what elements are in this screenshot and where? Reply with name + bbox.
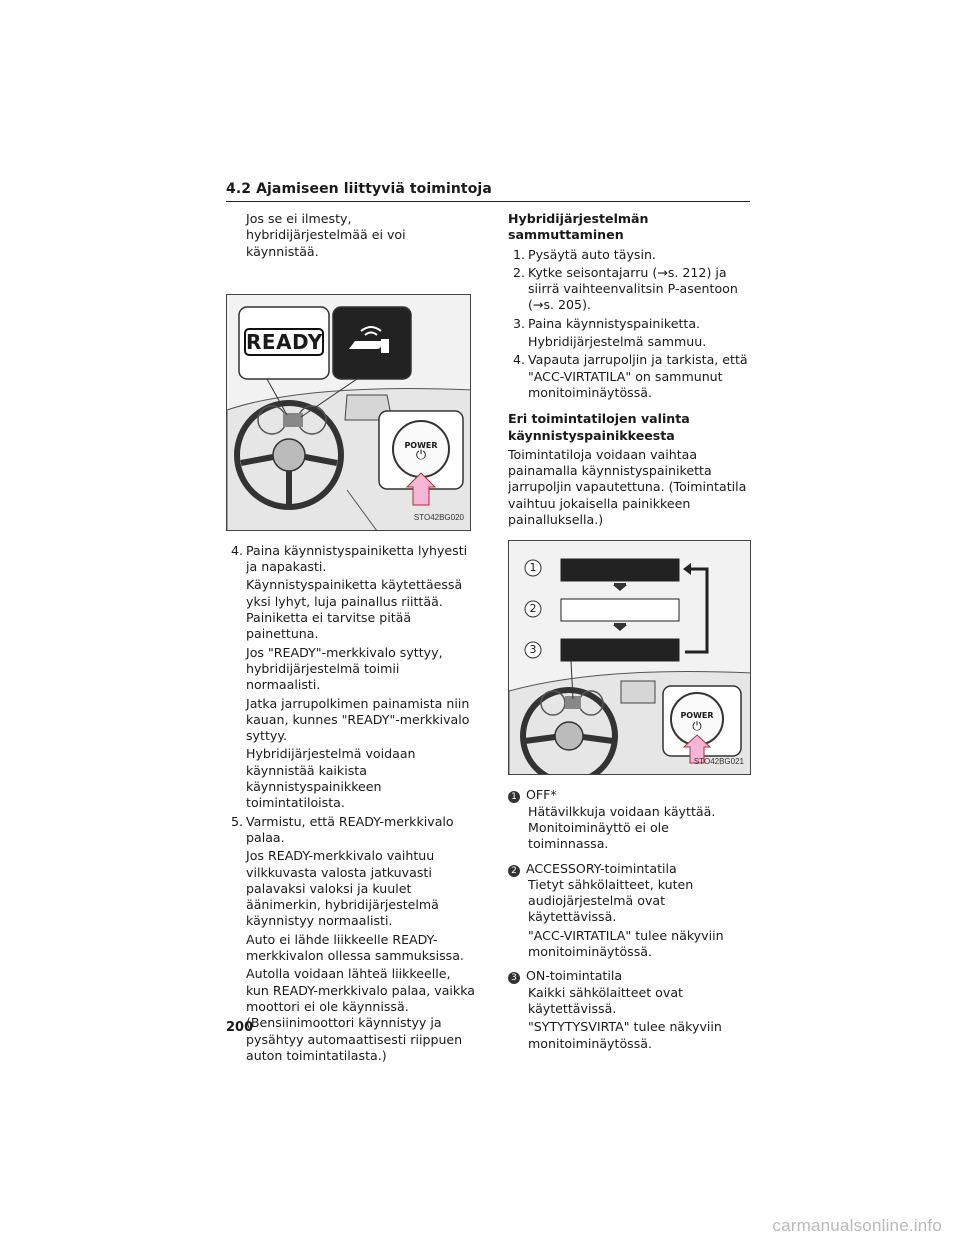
mode-item-1: 1 OFF* <box>508 787 752 804</box>
intro-text: Jos se ei ilmesty, hybridijärjestelmää e… <box>246 211 406 259</box>
mode-description: Kaikki sähkölaitteet ovat käytettävissä. <box>528 984 683 1016</box>
step-item: 4. Vapauta jarrupoljin ja tarkista, että… <box>508 352 752 401</box>
list-sub-text: Jos "READY"-merkkivalo syttyy, hybridijä… <box>246 644 443 693</box>
figure-ready-indicator: READY POWER ⏻ STO42BG020 <box>226 293 471 531</box>
list-number: 5. <box>230 813 243 829</box>
mode-label-3: 3 <box>529 643 537 657</box>
list-sub-text: Jos READY-merkkivalo vaihtuu vilkkuvasta… <box>246 848 439 929</box>
list-item-5: 5. Varmistu, että READY-merkkivalo palaa… <box>226 814 476 847</box>
list-number: 4. <box>230 542 243 558</box>
mode-marker: 2 <box>508 864 520 877</box>
step-text: Kytke seisontajarru (→s. 212) ja siirrä … <box>528 264 738 313</box>
section-title: 4.2 Ajamiseen liittyviä toimintoja <box>226 181 492 197</box>
right-column: Hybridijärjestelmän sammuttaminen 1. Pys… <box>508 211 752 1052</box>
figure-code: STO42BG021 <box>693 757 744 767</box>
mode-title: ON-toimintatila <box>526 968 623 984</box>
modes-heading: Eri toimintatilojen valinta käynnistyspa… <box>508 411 690 443</box>
watermark: carmanualsonline.info <box>772 1216 942 1235</box>
left-column: Jos se ei ilmesty, hybridijärjestelmää e… <box>226 211 476 1064</box>
mode-title: ACCESSORY-toimintatila <box>526 860 677 876</box>
mode-description: "SYTYTYSVIRTA" tulee näkyviin monitoimin… <box>528 1019 722 1051</box>
figure-power-modes: 1 2 3 POWER ⏻ STO42BG021 <box>508 540 751 776</box>
step-item: 2. Kytke seisontajarru (→s. 212) ja siir… <box>508 265 752 314</box>
list-text: Paina käynnistyspainiketta lyhyesti ja n… <box>246 542 468 575</box>
power-modes-illustration <box>509 541 750 775</box>
step-number: 4. <box>512 352 525 368</box>
mode-item-3: 3 ON-toimintatila <box>508 968 752 985</box>
step-item: 3. Paina käynnistyspainiketta. <box>508 316 752 332</box>
power-button-label: POWER <box>404 440 438 450</box>
list-sub-text: Käynnistyspainiketta käytettäessä yksi l… <box>246 577 463 642</box>
step-text: Pysäytä auto täysin. <box>528 246 656 262</box>
modes-intro: Toimintatiloja voidaan vaihtaa painamall… <box>508 446 747 528</box>
dashboard-illustration <box>227 294 470 530</box>
mode-description: "ACC-VIRTATILA" tulee näkyviin monitoimi… <box>528 927 724 960</box>
power-button-label: POWER <box>680 711 714 721</box>
list-text: Varmistu, että READY-merkkivalo palaa. <box>246 813 454 845</box>
list-item-4: 4. Paina käynnistyspainiketta lyhyesti j… <box>226 543 476 576</box>
mode-item-2: 2 ACCESSORY-toimintatila <box>508 861 752 877</box>
step-number: 2. <box>512 264 525 280</box>
section-header: 4.2 Ajamiseen liittyviä toimintoja <box>226 178 750 202</box>
power-icon: ⏻ <box>692 719 702 734</box>
mode-description: Tietyt sähkölaitteet, kuten audiojärjest… <box>528 876 694 925</box>
shutdown-heading: Hybridijärjestelmän sammuttaminen <box>508 211 649 243</box>
step-sub-text: Hybridijärjestelmä sammuu. <box>528 334 707 350</box>
list-sub-text: Autolla voidaan lähteä liikkeelle, kun R… <box>246 966 476 1063</box>
mode-label-1: 1 <box>529 561 537 575</box>
mode-label-2: 2 <box>529 602 537 616</box>
step-text: Vapauta jarrupoljin ja tarkista, että "A… <box>528 352 748 400</box>
page-number: 200 <box>226 1020 254 1035</box>
mode-marker: 1 <box>508 791 520 804</box>
list-sub-text: Auto ei lähde liikkeelle READY-merkkival… <box>246 931 464 964</box>
step-number: 1. <box>512 246 525 262</box>
mode-title: OFF* <box>526 787 557 803</box>
power-icon: ⏻ <box>415 447 427 463</box>
ready-indicator-label: READY <box>246 329 323 354</box>
list-sub-text: Jatka jarrupolkimen painamista niin kaua… <box>246 695 470 744</box>
step-item: 1. Pysäytä auto täysin. <box>508 247 752 263</box>
mode-description: Hätävilkkuja voidaan käyttää. Monitoimin… <box>528 803 716 852</box>
step-number: 3. <box>512 315 525 331</box>
mode-marker: 3 <box>508 972 520 985</box>
list-sub-text: Hybridijärjestelmä voidaan käynnistää ka… <box>246 746 416 811</box>
step-text: Paina käynnistyspainiketta. <box>528 315 701 331</box>
figure-code: STO42BG020 <box>413 512 464 522</box>
